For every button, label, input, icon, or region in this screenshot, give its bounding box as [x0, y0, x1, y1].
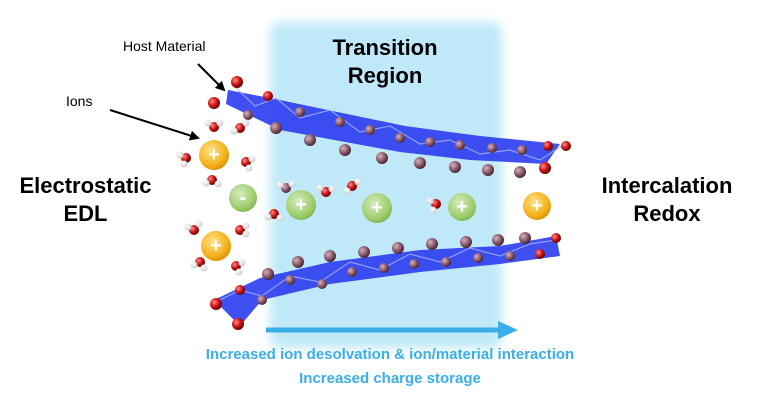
svg-text:+: +: [371, 197, 383, 219]
transition-title-line2: Region: [347, 62, 423, 88]
intercalation-redox-label: Intercalation Redox: [582, 172, 752, 227]
svg-text:+: +: [456, 196, 468, 218]
cation-2: +: [201, 231, 231, 261]
desolvation-caption: Increased ion desolvation & ion/material…: [205, 346, 575, 363]
right-label-line2: Redox: [633, 200, 701, 226]
svg-text:+: +: [208, 144, 220, 166]
solvated-cation-transition-1: +: [286, 190, 316, 220]
transition-region-title: Transition Region: [300, 34, 470, 89]
host-layer-top: [226, 83, 563, 164]
svg-text:+: +: [531, 195, 543, 217]
electrostatic-edl-label: Electrostatic EDL: [8, 172, 163, 227]
ions-label: Ions: [66, 93, 93, 109]
charge-storage-caption: Increased charge storage: [299, 370, 481, 387]
anion-1: -: [229, 184, 257, 212]
bottom-layer-atoms: [210, 232, 561, 330]
host-material-label: Host Material: [123, 38, 206, 54]
solvated-cation-right: +: [448, 193, 476, 221]
right-label-line1: Intercalation: [601, 173, 733, 198]
intercalated-cation: +: [523, 192, 551, 220]
transition-title-line1: Transition: [332, 35, 438, 60]
cation-1: +: [199, 140, 229, 170]
left-label-line2: EDL: [63, 200, 108, 226]
ions-arrow: [109, 109, 200, 141]
top-layer-atoms: [208, 76, 571, 178]
svg-text:+: +: [295, 194, 307, 216]
host-material-arrow: [197, 63, 226, 92]
svg-text:+: +: [210, 235, 222, 257]
progression-arrow: [266, 321, 518, 339]
water-molecules: [176, 119, 441, 276]
left-label-line1: Electrostatic: [19, 173, 152, 198]
solvated-cation-transition-2: +: [362, 193, 392, 223]
svg-text:-: -: [240, 187, 247, 209]
